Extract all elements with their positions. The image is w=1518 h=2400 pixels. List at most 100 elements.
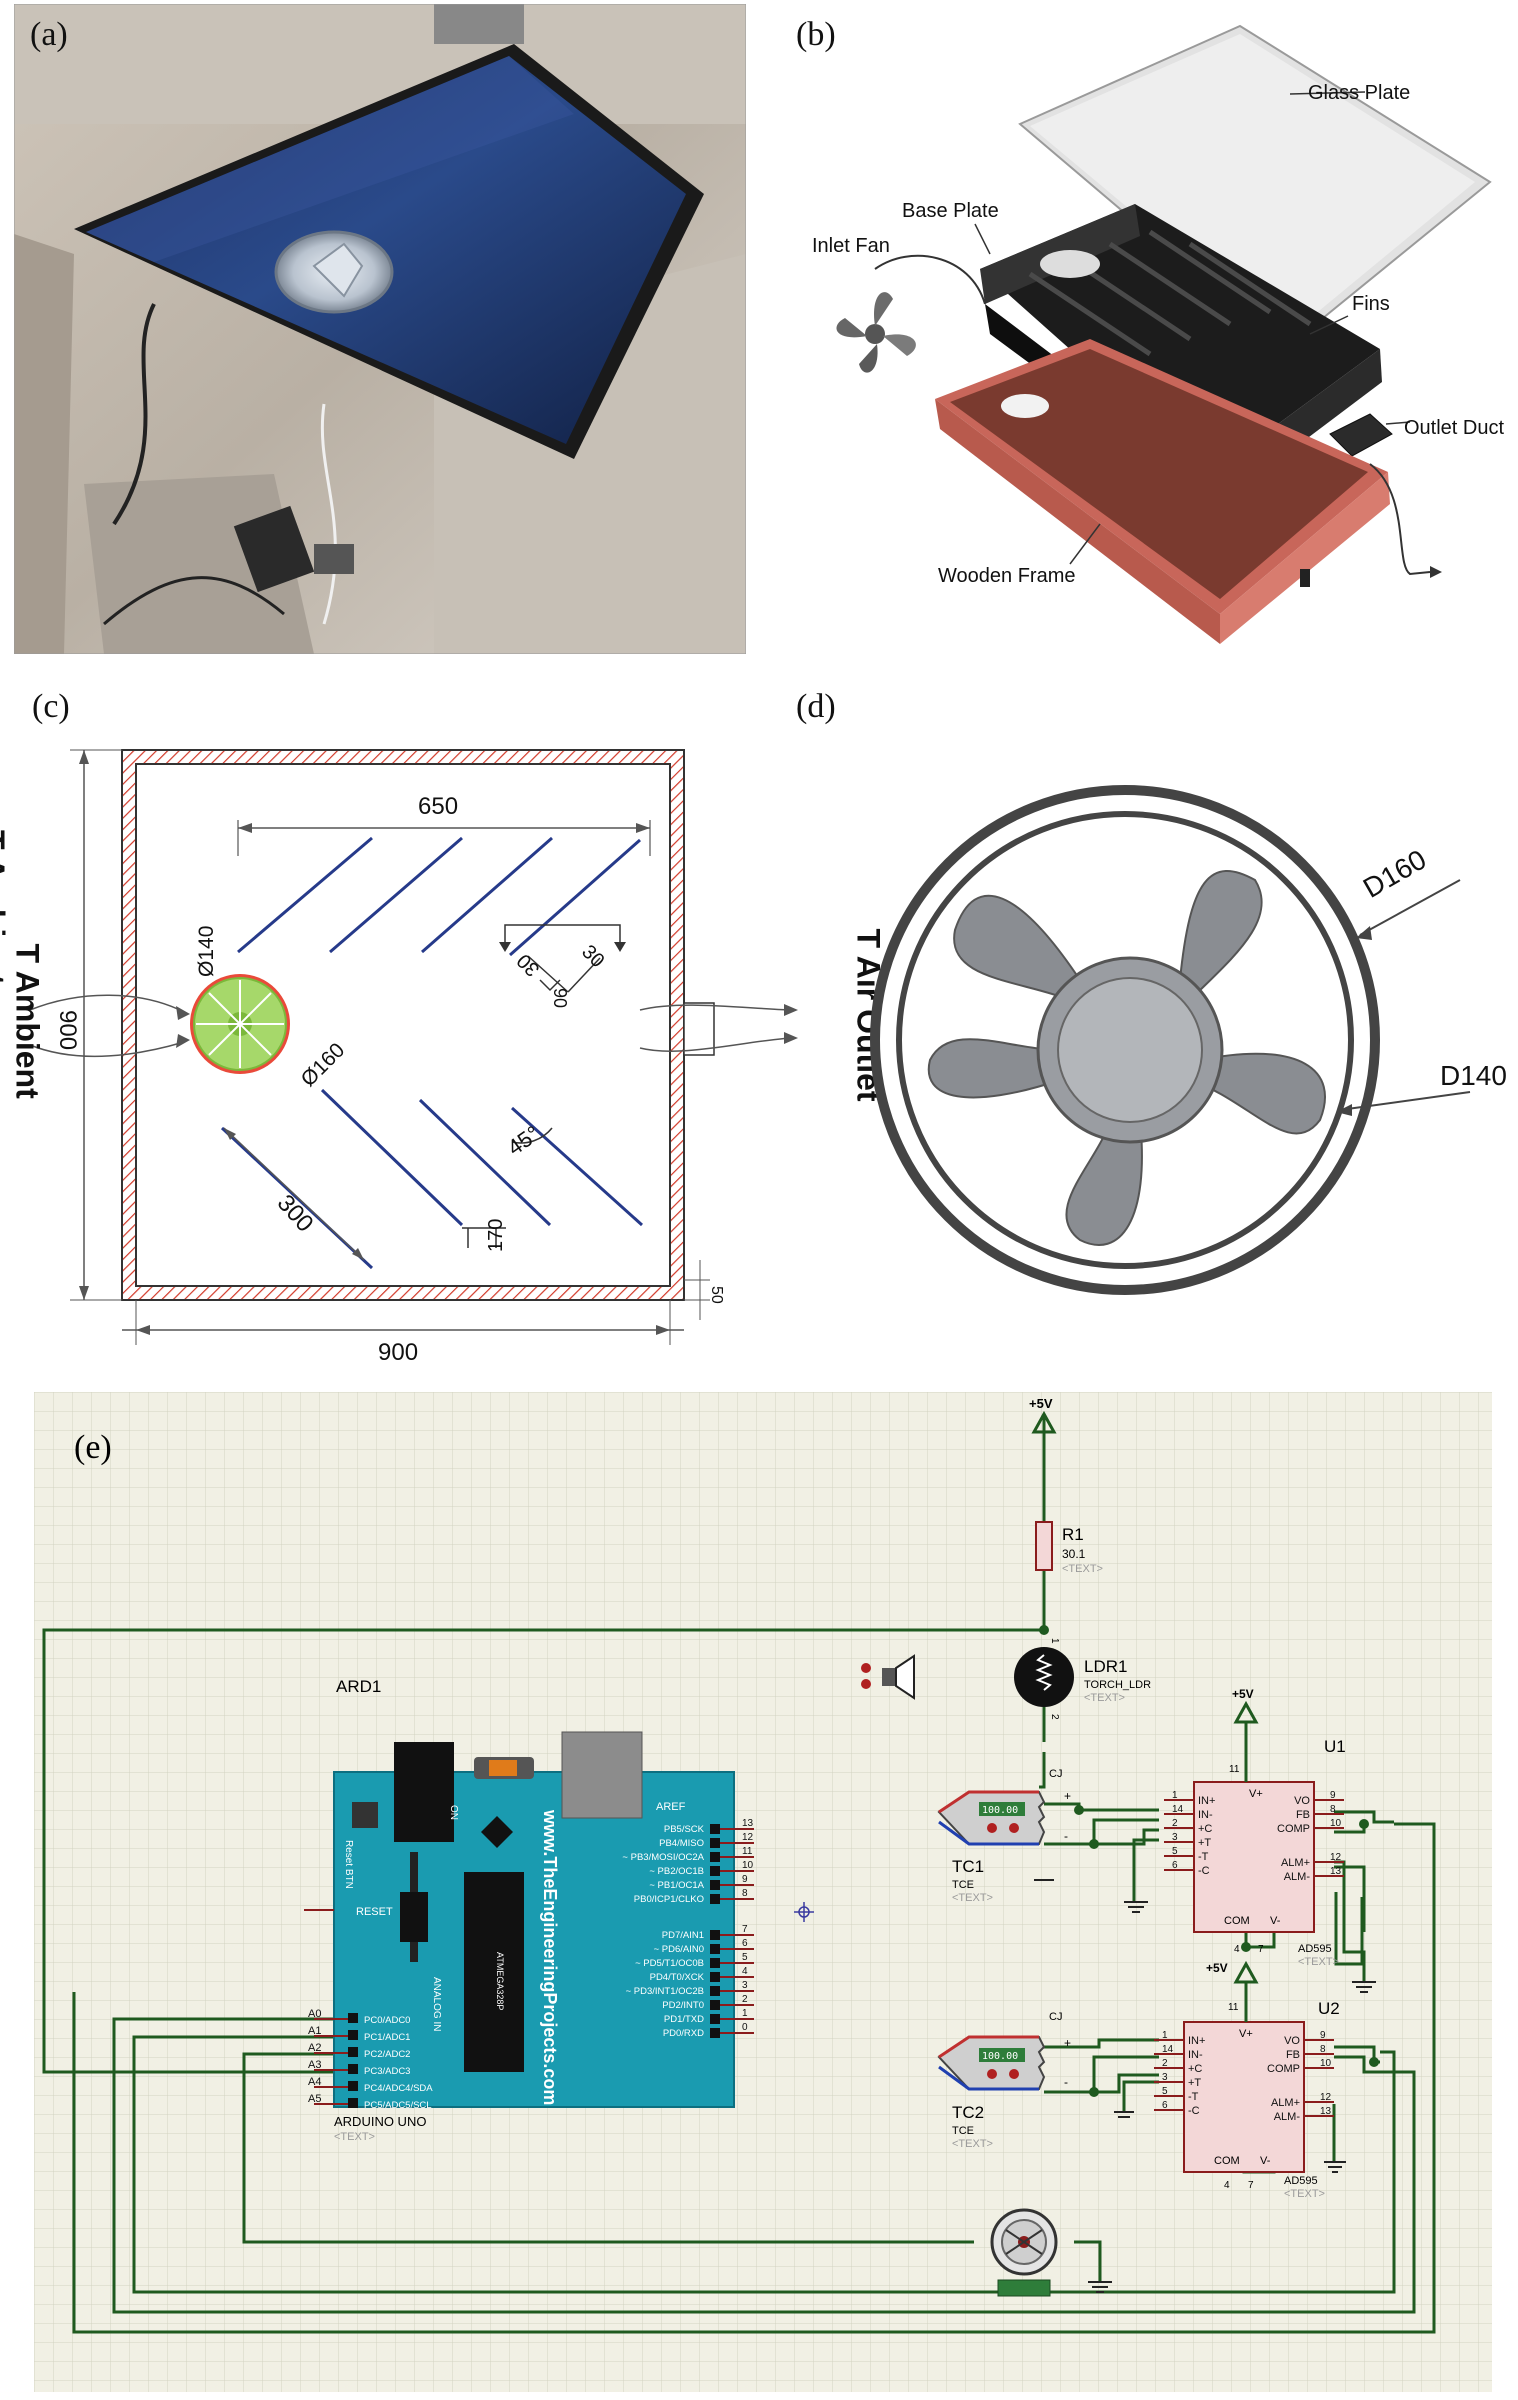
analog-in-label: ANALOG IN	[431, 1977, 442, 2031]
analog-pin-label: A3	[308, 2059, 321, 2071]
ic-left-pin-number: 5	[1172, 1846, 1178, 1857]
analog-pin-socket	[348, 2064, 358, 2074]
resistor-r1	[1035, 1521, 1053, 1571]
thermocouple-tc2	[937, 2035, 1046, 2091]
u2-pin4: 4	[1224, 2180, 1230, 2191]
exploded-view-diagram: Glass Plate Base Plate Inlet Fan Fins Ou…	[812, 24, 1504, 644]
t-ambient-text: T Ambient	[9, 943, 46, 1099]
digital-pin-socket	[710, 1930, 720, 1940]
r1-text: <TEXT>	[1062, 1563, 1103, 1575]
dim-d140: D140	[1440, 1060, 1507, 1091]
analog-pin-label: A5	[308, 2093, 321, 2105]
ic-left-pin-number: 14	[1172, 1804, 1184, 1815]
tc2-plus: +	[1064, 2036, 1071, 2050]
ic-right-pin-number: 10	[1330, 1818, 1342, 1829]
panel-d-label: (d)	[796, 688, 836, 725]
digital-pin-function: PB0/ICP1/CLKO	[634, 1894, 704, 1905]
tc2-model: TCE	[952, 2125, 974, 2137]
tc2-label: TC2	[952, 2103, 984, 2122]
u1-pin4: 4	[1234, 1944, 1240, 1955]
tc1-text: <TEXT>	[952, 1892, 993, 1904]
ic-left-pin-number: 14	[1162, 2044, 1174, 2055]
panel-d: D160 D140 (d)	[780, 680, 1518, 1340]
tc1-cj-label: CJ	[1049, 1768, 1062, 1780]
arduino-text: <TEXT>	[334, 2131, 375, 2143]
ic-right-pin-label: ALM-	[1284, 1871, 1311, 1883]
ic-u2	[1183, 2021, 1305, 2173]
panel-e: +5V R1 30.1 <TEXT> LDR1 TORCH_LDR <TEXT>…	[34, 1392, 1492, 2392]
analog-pin-function: PC4/ADC4/SDA	[364, 2083, 433, 2094]
ic-left-pin-label: -C	[1198, 1865, 1210, 1877]
ic-left-pin-label: IN+	[1198, 1795, 1215, 1807]
dim-d160: D160	[1358, 844, 1431, 904]
digital-pin-function: ~ PB2/OC1B	[649, 1866, 704, 1877]
digital-pin-number: 10	[742, 1860, 754, 1871]
label-wooden-frame: Wooden Frame	[938, 565, 1075, 587]
digital-pin-function: PB5/SCK	[664, 1824, 705, 1835]
reset-label: RESET	[356, 1906, 393, 1918]
digital-pin-function: ~ PD6/AIN0	[654, 1944, 704, 1955]
digital-pin-function: PD4/T0/XCK	[650, 1972, 705, 1983]
ic-left-pin-number: 3	[1172, 1832, 1178, 1843]
analog-pin-label: A1	[308, 2025, 321, 2037]
tc2-readout: 100.00	[982, 2051, 1018, 2062]
ic-left-pin-label: -T	[1188, 2091, 1199, 2103]
analog-pin-function: PC5/ADC5/SCL	[364, 2100, 432, 2111]
digital-pin-socket	[710, 2000, 720, 2010]
u2-vcc: +5V	[1206, 1961, 1228, 1975]
panel-b: Glass Plate Base Plate Inlet Fan Fins Ou…	[770, 4, 1518, 654]
analog-pin-label: A4	[308, 2076, 321, 2088]
reset-button-graphic	[352, 1802, 378, 1828]
u1-text: <TEXT>	[1298, 1956, 1339, 1968]
panel-b-label: (b)	[796, 16, 836, 53]
label-fins: Fins	[1352, 293, 1390, 315]
ic-right-pin-number: 8	[1330, 1804, 1336, 1815]
digital-pin-number: 12	[742, 1832, 754, 1843]
fan-drawing: D160 D140	[870, 785, 1507, 1295]
analog-pin-function: PC2/ADC2	[364, 2049, 410, 2060]
ic-right-pin-label: VO	[1294, 1795, 1310, 1807]
ic-left-pin-label: -T	[1198, 1851, 1209, 1863]
ic-right-pin-number: 10	[1320, 2058, 1332, 2069]
ic-right-pin-number: 9	[1330, 1790, 1336, 1801]
u1-vcc: +5V	[1232, 1687, 1254, 1701]
ic-left-pin-number: 5	[1162, 2086, 1168, 2097]
digital-pin-number: 13	[742, 1818, 754, 1829]
digital-pin-socket	[710, 1894, 720, 1904]
outlet-duct-shape	[1329, 413, 1393, 457]
digital-pin-number: 1	[742, 2008, 748, 2019]
tc2-minus: -	[1064, 2075, 1068, 2089]
label-inlet-fan: Inlet Fan	[812, 235, 890, 257]
tc1-minus: -	[1064, 1829, 1068, 1843]
dim-140: Ø140	[195, 926, 218, 977]
digital-pin-function: PD2/INT0	[662, 2000, 704, 2011]
digital-pin-socket	[710, 1944, 720, 1954]
digital-pin-number: 8	[742, 1888, 748, 1899]
analog-pin-label: A0	[308, 2008, 321, 2020]
label-glass-plate: Glass Plate	[1308, 82, 1410, 104]
ic-left-pin-label: +C	[1198, 1823, 1212, 1835]
u1-com: COM	[1224, 1915, 1250, 1927]
ard1-label: ARD1	[336, 1677, 381, 1696]
ic-left-pin-label: +T	[1198, 1837, 1211, 1849]
digital-pin-socket	[710, 1986, 720, 1996]
ic-right-pin-number: 13	[1330, 1866, 1342, 1877]
u1-vplus: V+	[1249, 1788, 1263, 1800]
dim-900-bottom: 900	[378, 1339, 418, 1366]
digital-pin-number: 6	[742, 1938, 748, 1949]
ic-right-pin-number: 8	[1320, 2044, 1326, 2055]
digital-pin-function: ~ PB3/MOSI/OC2A	[622, 1852, 704, 1863]
digital-pin-number: 11	[742, 1846, 753, 1857]
ic-left-pin-label: +T	[1188, 2077, 1201, 2089]
arduino-uno-label: ARDUINO UNO	[334, 2114, 426, 2129]
tc1-plus: +	[1064, 1789, 1071, 1803]
digital-pin-number: 9	[742, 1874, 748, 1885]
u2-text: <TEXT>	[1284, 2188, 1325, 2200]
panel-c: 650 30 30 90 Ø140 Ø160 300	[0, 680, 800, 1370]
u2-model: AD595	[1284, 2175, 1318, 2187]
ic-right-pin-number: 12	[1320, 2092, 1332, 2103]
u2-pin7: 7	[1248, 2180, 1254, 2191]
dc-motor-fan	[990, 2208, 1058, 2297]
u1-pin11: 11	[1229, 1764, 1240, 1775]
analog-pin-label: A2	[308, 2042, 321, 2054]
